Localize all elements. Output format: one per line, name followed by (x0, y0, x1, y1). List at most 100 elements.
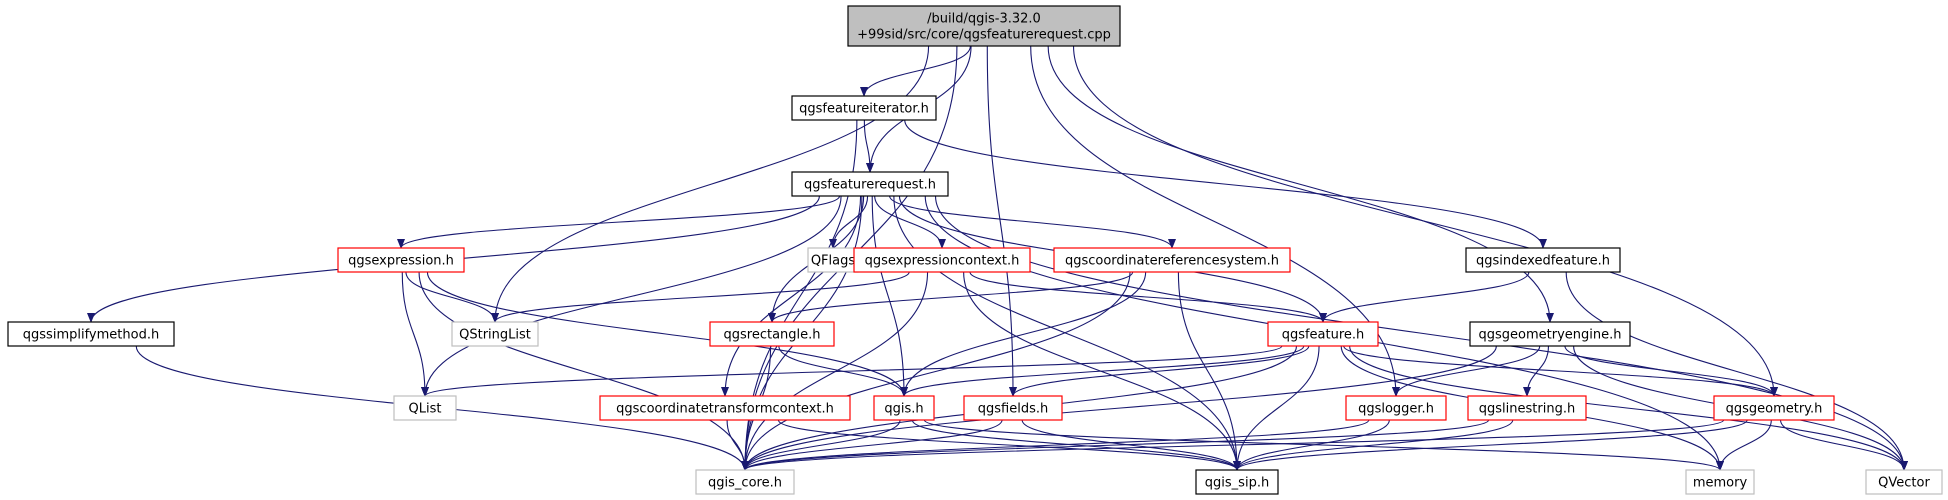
edge-qgsgeometry-to-qvector (1779, 419, 1908, 471)
node-qlist[interactable]: QList (393, 395, 457, 421)
node-qstringlist[interactable]: QStringList (451, 321, 539, 347)
node-box (853, 247, 1031, 273)
node-label: qgsfeature.h (1282, 328, 1365, 343)
node-label: QVector (1878, 476, 1930, 491)
node-label: qgis_core.h (708, 476, 782, 491)
node-box (393, 395, 457, 421)
edge-qgis-to-qgis_core (741, 419, 901, 471)
node-box (791, 171, 949, 197)
edge-qgsfeaturerequest-to-qgsexpression (397, 195, 841, 249)
node-box (337, 247, 465, 273)
dependency-edges (87, 45, 1908, 471)
node-box (1685, 469, 1755, 495)
node-qgsgeometry[interactable]: qgsgeometry.h (1713, 395, 1835, 421)
node-box (1469, 321, 1631, 347)
node-label: qgsrectangle.h (723, 328, 820, 343)
node-box (873, 395, 935, 421)
edge-qgsfields-to-qgis_core (741, 419, 1003, 471)
node-qgis[interactable]: qgis.h (873, 395, 935, 421)
edge-qgsfeatureiterator-to-qgsindexedfeature (904, 119, 1547, 249)
node-label: qgis.h (884, 402, 923, 417)
edge-qgsfeaturerequest-to-qlist (421, 195, 842, 397)
edge-qgsfeature-to-qgis (900, 345, 1305, 397)
edge-qgsexpression-to-qgis_core (418, 271, 749, 471)
node-qvector[interactable]: QVector (1865, 469, 1943, 495)
dependency-nodes: /build/qgis-3.32.0+99sid/src/core/qgsfea… (7, 5, 1943, 495)
node-label: qgslinestring.h (1479, 402, 1575, 417)
node-box (7, 321, 175, 347)
edge-qgsexpressioncontext-to-qstringlist (491, 271, 910, 323)
node-label: qgscoordinatetransformcontext.h (616, 402, 834, 417)
node-qgsfields[interactable]: qgsfields.h (963, 395, 1063, 421)
node-label: QStringList (459, 328, 531, 343)
node-box (1267, 321, 1379, 347)
node-label: qgsindexedfeature.h (1476, 254, 1610, 269)
edge-qgsfeature-to-qgsfields (1009, 345, 1310, 397)
node-qgsexpressioncontext[interactable]: qgsexpressioncontext.h (853, 247, 1031, 273)
node-label: qgsfeaturerequest.h (804, 178, 936, 193)
edge-qgsfeature-to-qgsgeometry (1343, 345, 1778, 397)
node-box (599, 395, 851, 421)
node-root[interactable]: /build/qgis-3.32.0+99sid/src/core/qgsfea… (847, 5, 1121, 47)
node-label: qgsgeometry.h (1726, 402, 1823, 417)
node-qgssimplifymethod[interactable]: qgssimplifymethod.h (7, 321, 175, 347)
node-qgsfeatureiterator[interactable]: qgsfeatureiterator.h (791, 95, 937, 121)
node-qgslinestring[interactable]: qgslinestring.h (1467, 395, 1587, 421)
node-label: qgsfields.h (978, 402, 1048, 417)
node-label: qgsexpressioncontext.h (865, 254, 1020, 269)
node-memory[interactable]: memory (1685, 469, 1755, 495)
edge-qgscrs-to-qgsrectangle (768, 271, 1134, 323)
edge-qgsgeometry-to-qgis_core (741, 419, 1725, 471)
node-qflags[interactable]: QFlags (807, 247, 859, 273)
node-box (709, 321, 835, 347)
edge-qgsexpression-to-qlist (401, 271, 429, 397)
node-label: qgscoordinatereferencesystem.h (1065, 254, 1279, 269)
edge-qgsfeaturerequest-to-qgsctc (721, 195, 862, 397)
edge-qgsfeaturerequest-to-qgsexpressioncontext (874, 195, 946, 249)
edge-qgscrs-to-qgis (900, 271, 1147, 397)
node-box (1053, 247, 1291, 273)
edge-qgsgeometry-to-memory (1716, 419, 1772, 471)
node-qgscrs[interactable]: qgscoordinatereferencesystem.h (1053, 247, 1291, 273)
node-box (1713, 395, 1835, 421)
node-qgsexpression[interactable]: qgsexpression.h (337, 247, 465, 273)
node-qgsfeaturerequest[interactable]: qgsfeaturerequest.h (791, 171, 949, 197)
node-label: /build/qgis-3.32.0 (927, 12, 1041, 27)
edge-root-to-qgsfeatureiterator (860, 45, 971, 97)
edge-qgsexpressioncontext-to-qgsfeature (969, 271, 1327, 323)
node-qgsindexedfeature[interactable]: qgsindexedfeature.h (1465, 247, 1621, 273)
node-box (963, 395, 1063, 421)
node-box (451, 321, 539, 347)
edge-qgsfeaturerequest-to-qflags (829, 195, 869, 249)
node-label: memory (1693, 476, 1748, 491)
edge-qgsindexedfeature-to-qvector (1565, 271, 1908, 471)
edge-qgsfeature-to-qvector (1349, 345, 1908, 471)
edge-qgsfeaturerequest-to-qgscrs (889, 195, 1176, 249)
node-box (695, 469, 795, 495)
edge-root-to-qgsfields (986, 45, 1017, 397)
node-qgslogger[interactable]: qgslogger.h (1345, 395, 1447, 421)
node-qgsctc[interactable]: qgscoordinatetransformcontext.h (599, 395, 851, 421)
node-qgsfeature[interactable]: qgsfeature.h (1267, 321, 1379, 347)
edge-qgsgeometryengine-to-qgslogger (1392, 345, 1541, 397)
edge-qgis-to-qgis_sip (911, 419, 1241, 471)
edge-root-to-qgsgeometry (1072, 45, 1778, 397)
edge-qgsexpression-to-qgis (426, 271, 908, 397)
node-box (791, 95, 937, 121)
node-qgsgeometryengine[interactable]: qgsgeometryengine.h (1469, 321, 1631, 347)
node-box (1467, 395, 1587, 421)
node-label: qgslogger.h (1358, 402, 1434, 417)
node-qgsrectangle[interactable]: qgsrectangle.h (709, 321, 835, 347)
edge-qgsfeatureiterator-to-qgsfeaturerequest (863, 119, 874, 173)
node-box (1465, 247, 1621, 273)
node-label: qgis_sip.h (1205, 476, 1269, 491)
node-qgis_sip[interactable]: qgis_sip.h (1195, 469, 1279, 495)
edge-qgslinestring-to-qgis_sip (1233, 419, 1514, 471)
node-box (1865, 469, 1943, 495)
edge-qgsgeometryengine-to-qgis_core (741, 345, 1497, 471)
node-label: qgsexpression.h (348, 254, 454, 269)
node-qgis_core[interactable]: qgis_core.h (695, 469, 795, 495)
edge-qgsfeaturerequest-to-qvector (934, 195, 1908, 471)
edge-qgsfeaturerequest-to-qgis (871, 195, 908, 397)
edge-qgslogger-to-qgis_sip (1233, 419, 1390, 471)
